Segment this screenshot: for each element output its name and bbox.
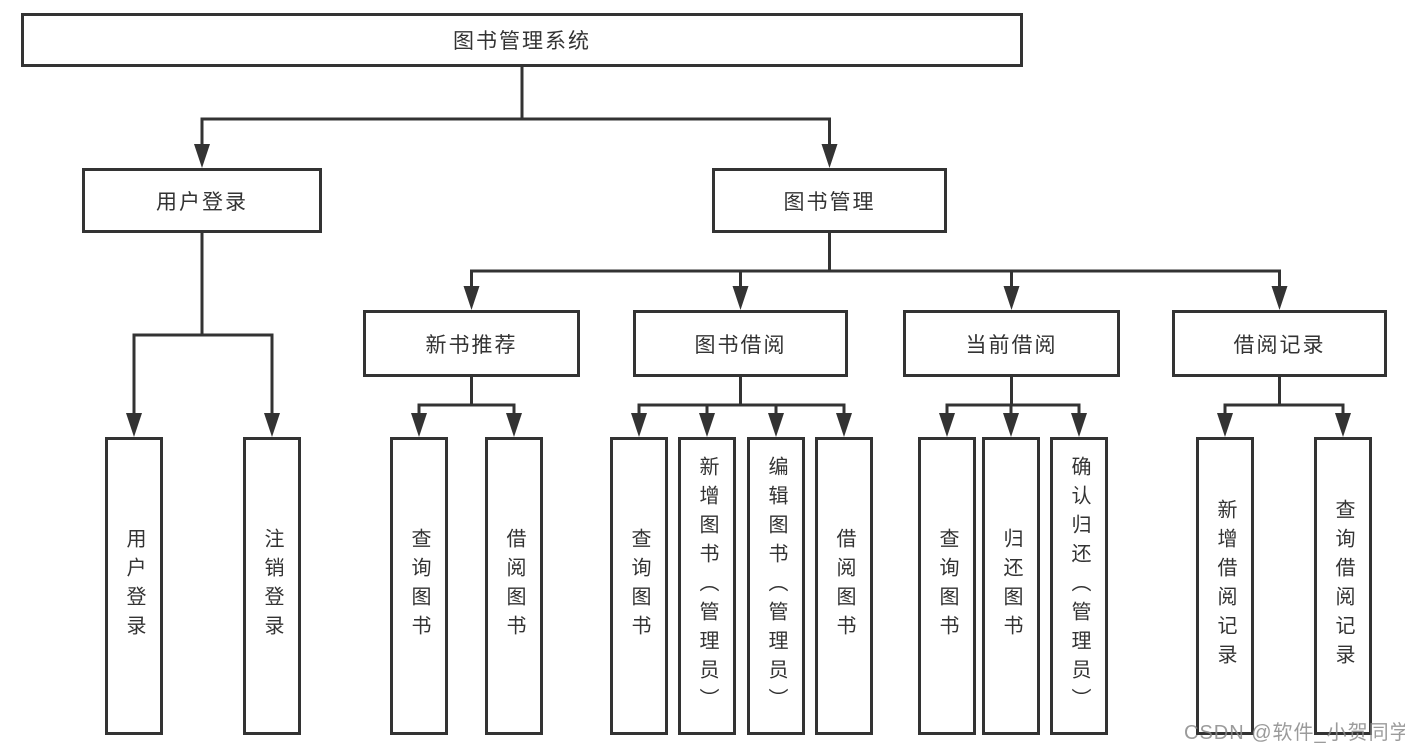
- node-label: 图书管理系统: [453, 30, 591, 53]
- node-label: 当前借阅: [965, 333, 1058, 357]
- leaf-label: 确认归还（管理员）: [1068, 455, 1090, 717]
- leaf-label: 注销登录: [261, 528, 283, 644]
- leaf-query-books-current: 查询图书: [918, 437, 976, 735]
- leaf-borrow-books: 借阅图书: [815, 437, 873, 735]
- leaf-label: 新增图书（管理员）: [696, 455, 718, 717]
- node-book-borrow: 图书借阅: [633, 310, 848, 377]
- leaf-label: 查询借阅记录: [1332, 499, 1354, 673]
- node-library-management-system: 图书管理系统: [21, 13, 1023, 67]
- node-borrow-records: 借阅记录: [1172, 310, 1387, 377]
- leaf-logout: 注销登录: [243, 437, 301, 735]
- leaf-label: 查询图书: [936, 528, 958, 644]
- leaf-label: 新增借阅记录: [1214, 499, 1236, 673]
- csdn-watermark: CSDN @软件_小贺同学: [1184, 722, 1405, 744]
- leaf-add-books-admin: 新增图书（管理员）: [678, 437, 736, 735]
- node-label: 借阅记录: [1233, 333, 1326, 357]
- node-label: 图书管理: [783, 190, 876, 214]
- node-book-management: 图书管理: [712, 168, 947, 233]
- leaf-label: 借阅图书: [833, 528, 855, 644]
- leaf-query-books-recommend: 查询图书: [390, 437, 448, 735]
- node-label: 用户登录: [156, 190, 248, 214]
- leaf-label: 查询图书: [408, 528, 430, 644]
- leaf-label: 用户登录: [123, 528, 145, 644]
- leaf-add-borrow-record: 新增借阅记录: [1196, 437, 1254, 735]
- arrowhead-icons: [126, 144, 1351, 437]
- node-user-login: 用户登录: [82, 168, 322, 233]
- node-new-book-recommend: 新书推荐: [363, 310, 580, 377]
- leaf-query-borrow-record: 查询借阅记录: [1314, 437, 1372, 735]
- leaf-user-login: 用户登录: [105, 437, 163, 735]
- leaf-label: 查询图书: [628, 528, 650, 644]
- leaf-label: 编辑图书（管理员）: [765, 455, 787, 717]
- node-label: 新书推荐: [425, 333, 518, 357]
- node-current-borrow: 当前借阅: [903, 310, 1120, 377]
- leaf-label: 借阅图书: [503, 528, 525, 644]
- leaf-edit-books-admin: 编辑图书（管理员）: [747, 437, 805, 735]
- leaf-label: 归还图书: [1000, 528, 1022, 644]
- node-label: 图书借阅: [694, 333, 787, 357]
- leaf-query-books-borrow: 查询图书: [610, 437, 668, 735]
- leaf-borrow-books-recommend: 借阅图书: [485, 437, 543, 735]
- leaf-return-books: 归还图书: [982, 437, 1040, 735]
- leaf-confirm-return-admin: 确认归还（管理员）: [1050, 437, 1108, 735]
